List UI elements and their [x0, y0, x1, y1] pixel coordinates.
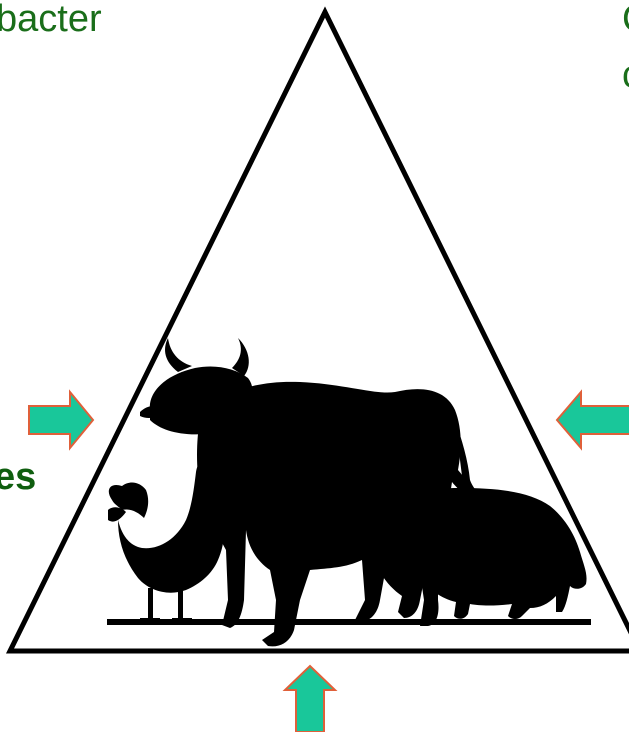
- left-arrow-icon: [557, 392, 629, 448]
- right-arrow-icon: [29, 392, 93, 448]
- up-arrow-icon: [285, 666, 335, 732]
- pig-silhouette: [368, 488, 586, 619]
- rooster-silhouette: [108, 456, 225, 623]
